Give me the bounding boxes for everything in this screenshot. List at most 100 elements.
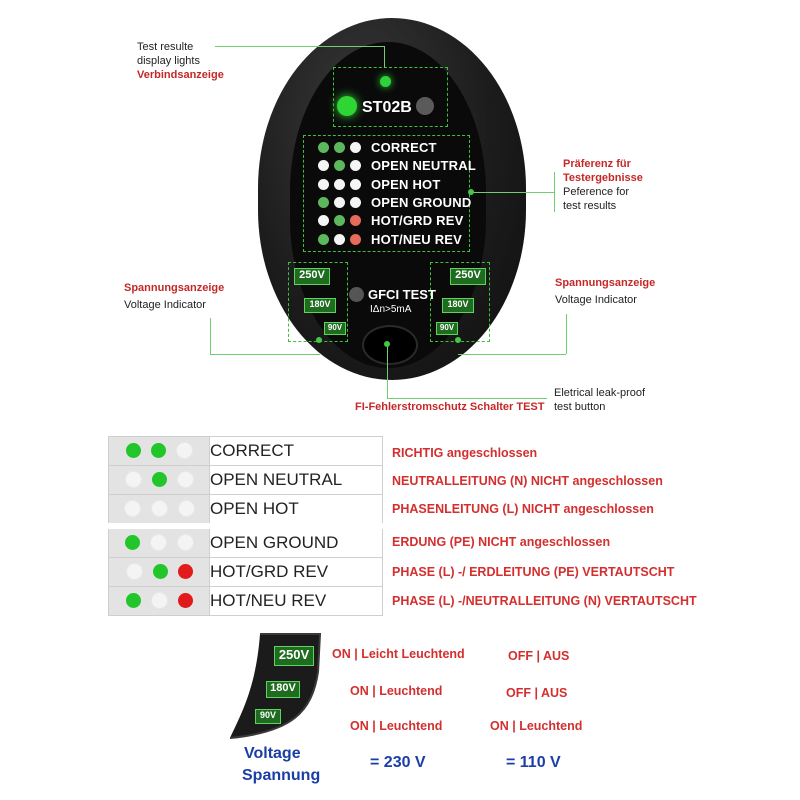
- lamp-white: [175, 442, 193, 460]
- annotation-text-de: Testergebnisse: [563, 172, 643, 184]
- indicator-lamp-white: [350, 196, 361, 208]
- indicator-label: CORRECT: [371, 140, 437, 155]
- row-lamps: [108, 586, 210, 616]
- line-preference-v: [554, 172, 555, 212]
- lamp-white: [176, 534, 194, 552]
- voltage-230-label: = 230 V: [370, 754, 426, 771]
- table-row: HOT/GRD REV: [108, 557, 383, 587]
- gfci-indicator-light: [349, 287, 364, 302]
- table-row: OPEN HOT: [108, 494, 383, 527]
- row-description: RICHTIG angeschlossen: [392, 446, 538, 460]
- gfci-sublabel: IΔn>5mA: [370, 304, 412, 315]
- row-description: PHASE (L) -/ ERDLEITUNG (PE) VERTAUTSCHT: [392, 565, 675, 579]
- indicator-lamp-green: [334, 215, 345, 227]
- legend-180v-badge: 180V: [266, 681, 300, 698]
- annotation-text-de: Spannungsanzeige: [555, 277, 656, 289]
- lamp-green: [124, 535, 140, 551]
- line-endpoint: [384, 341, 390, 347]
- right-180v-badge: 180V: [442, 298, 474, 313]
- voltage-label-de: Spannung: [242, 767, 321, 784]
- table-row: CORRECT: [108, 436, 383, 466]
- row-lamps: [108, 525, 210, 558]
- annotation-button: Eletrical leak-proof test button: [554, 386, 645, 414]
- row-label: CORRECT: [209, 436, 383, 466]
- right-grey-light: [416, 97, 434, 115]
- indicator-lamp-white: [318, 215, 329, 227]
- indicator-lamp-green: [334, 160, 345, 172]
- annotation-text-de: Spannungsanzeige: [124, 282, 225, 294]
- legend-110-180v: OFF | AUS: [506, 686, 568, 700]
- lamp-white: [125, 563, 143, 581]
- indicator-label: OPEN HOT: [371, 176, 441, 192]
- row-lamps: [108, 436, 210, 466]
- indicator-lamp-white: [350, 142, 361, 153]
- annotation-text: display lights: [137, 55, 200, 67]
- legend-230-250v: ON | Leicht Leuchtend: [332, 647, 465, 661]
- line-endpoint: [316, 337, 322, 343]
- annotation-button-de: FI-Fehlerstromschutz Schalter TEST: [355, 401, 545, 413]
- annotation-text-de: Präferenz für: [563, 158, 631, 170]
- left-250v-badge: 250V: [294, 268, 330, 285]
- row-label: OPEN HOT: [209, 494, 383, 527]
- gfci-test-button[interactable]: [362, 325, 418, 365]
- indicator-lamp-white: [318, 160, 329, 172]
- annotation-text: Eletrical leak-proof: [554, 387, 646, 399]
- annotation-preference: Präferenz für Testergebnisse Peference f…: [563, 157, 643, 213]
- lamp-white: [124, 471, 142, 489]
- line-voltage-right-h: [458, 354, 566, 355]
- indicator-lamp-white: [350, 178, 361, 190]
- lamp-green: [125, 443, 141, 459]
- lamp-red: [177, 564, 193, 580]
- indicator-label: OPEN GROUND: [371, 194, 472, 210]
- annotation-text-de: Verbindsanzeige: [137, 69, 224, 81]
- table-row: OPEN GROUND: [108, 525, 383, 558]
- annotation-voltage-right: Spannungsanzeige Voltage Indicator: [555, 276, 655, 307]
- lamp-white: [123, 500, 141, 518]
- line-voltage-left: [210, 318, 211, 354]
- annotation-text: test button: [554, 401, 606, 413]
- indicator-lamp-green: [318, 196, 329, 208]
- indicator-lamp-white: [318, 178, 329, 190]
- lamp-red: [177, 593, 193, 609]
- line-endpoint: [455, 337, 461, 343]
- table-row: HOT/NEU REV: [108, 586, 383, 616]
- line-result-lights-v: [384, 46, 385, 68]
- lamp-green: [150, 443, 166, 459]
- indicator-lamp-green: [318, 233, 329, 245]
- result-lights-window: [333, 67, 448, 127]
- left-90v-badge: 90V: [324, 322, 346, 335]
- lamp-green: [151, 472, 167, 488]
- lamp-white: [150, 500, 168, 518]
- gfci-label: GFCI TEST: [368, 287, 436, 302]
- indicator-lamp-white: [334, 196, 345, 208]
- lamp-white: [176, 471, 194, 489]
- lamp-green: [152, 564, 168, 580]
- legend-230-180v: ON | Leuchtend: [350, 684, 443, 698]
- indicator-lamp-green: [334, 142, 345, 153]
- lamp-white: [150, 592, 168, 610]
- line-button: [387, 344, 388, 398]
- legend-250v-badge: 250V: [274, 646, 314, 666]
- line-result-lights: [215, 46, 385, 47]
- annotation-text: Test resulte: [137, 41, 194, 53]
- annotation-voltage-left: Spannungsanzeige Voltage Indicator: [124, 281, 224, 312]
- lamp-white: [149, 534, 167, 552]
- row-lamps: [108, 557, 210, 587]
- legend-90v-badge: 90V: [255, 709, 281, 724]
- left-green-light: [337, 96, 357, 116]
- row-label: HOT/NEU REV: [209, 586, 383, 616]
- line-endpoint: [468, 189, 474, 195]
- indicator-label: HOT/GRD REV: [371, 213, 464, 229]
- legend-230-90v: ON | Leuchtend: [350, 719, 443, 733]
- row-description: NEUTRALLEITUNG (N) NICHT angeschlossen: [392, 474, 663, 488]
- left-180v-badge: 180V: [304, 298, 336, 313]
- indicator-lamp-red: [350, 233, 361, 245]
- lamp-white: [177, 500, 195, 518]
- legend-110-250v: OFF | AUS: [508, 649, 570, 663]
- row-description: PHASE (L) -/NEUTRALLEITUNG (N) VERTAUTSC…: [392, 594, 697, 608]
- model-label: ST02B: [362, 99, 412, 116]
- voltage-110-label: = 110 V: [506, 754, 561, 771]
- annotation-text: Voltage Indicator: [555, 294, 637, 306]
- line-preference: [470, 192, 554, 193]
